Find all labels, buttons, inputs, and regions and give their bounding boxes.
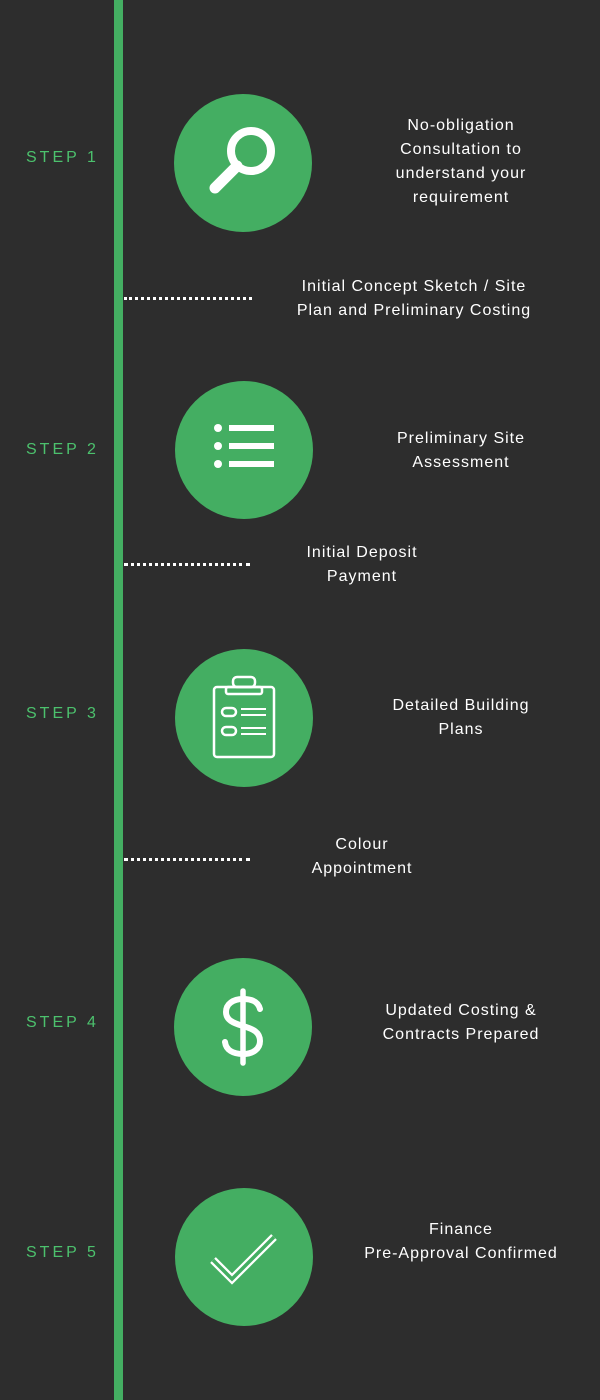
- step-3-description-line: Plans: [438, 721, 484, 738]
- step-1-description: No-obligation Consultation to understand…: [361, 114, 561, 210]
- step-1-description-line: understand your: [395, 165, 527, 182]
- step-1-description-line: Consultation to: [400, 141, 522, 158]
- step-5-description: Finance Pre-Approval Confirmed: [341, 1218, 581, 1266]
- intermediate-step-line: Initial Deposit: [306, 544, 418, 561]
- intermediate-step-line: Appointment: [311, 860, 413, 877]
- connector-dotted-line: [124, 297, 252, 300]
- intermediate-step-line: Payment: [326, 568, 398, 585]
- step-1-label: STEP 1: [26, 149, 99, 166]
- intermediate-step-line: Colour: [335, 836, 389, 853]
- step-5-circle: [175, 1188, 313, 1326]
- step-5-description-line: Pre-Approval Confirmed: [364, 1245, 558, 1262]
- connector-dotted-line: [124, 563, 250, 566]
- step-2-description-line: Preliminary Site: [396, 430, 526, 447]
- step-2-label: STEP 2: [26, 441, 99, 458]
- step-5-label: STEP 5: [26, 1244, 99, 1261]
- step-4-description-line: Updated Costing &: [385, 1002, 537, 1019]
- step-1-description-line: requirement: [412, 189, 510, 206]
- step-3-description: Detailed Building Plans: [361, 694, 561, 742]
- step-4-circle: [174, 958, 312, 1096]
- intermediate-step-3: Colour Appointment: [262, 833, 462, 881]
- checkmark-icon: [210, 1234, 277, 1285]
- intermediate-step-line: Initial Concept Sketch / Site: [301, 278, 527, 295]
- intermediate-step-1: Initial Concept Sketch / Site Plan and P…: [278, 275, 550, 323]
- step-3-description-line: Detailed Building: [392, 697, 530, 714]
- magnifying-glass-icon: [209, 127, 275, 194]
- intermediate-step-line: Plan and Preliminary Costing: [296, 302, 532, 319]
- connector-dotted-line: [124, 858, 250, 861]
- timeline-line: [114, 0, 123, 1400]
- intermediate-step-2: Initial Deposit Payment: [262, 541, 462, 589]
- step-2-description-line: Assessment: [412, 454, 510, 471]
- step-1-description-line: No-obligation: [407, 117, 515, 134]
- step-5-description-line: Finance: [429, 1221, 493, 1238]
- clipboard-icon: [212, 675, 276, 759]
- step-4-description: Updated Costing & Contracts Prepared: [361, 999, 561, 1047]
- step-4-label: STEP 4: [26, 1014, 99, 1031]
- step-4-description-line: Contracts Prepared: [382, 1026, 540, 1043]
- step-1-circle: [174, 94, 312, 232]
- step-3-circle: [175, 649, 313, 787]
- step-3-label: STEP 3: [26, 705, 99, 722]
- bulleted-list-icon: [214, 424, 274, 468]
- step-2-description: Preliminary Site Assessment: [361, 427, 561, 475]
- step-2-circle: [175, 381, 313, 519]
- dollar-sign-icon: [222, 988, 264, 1066]
